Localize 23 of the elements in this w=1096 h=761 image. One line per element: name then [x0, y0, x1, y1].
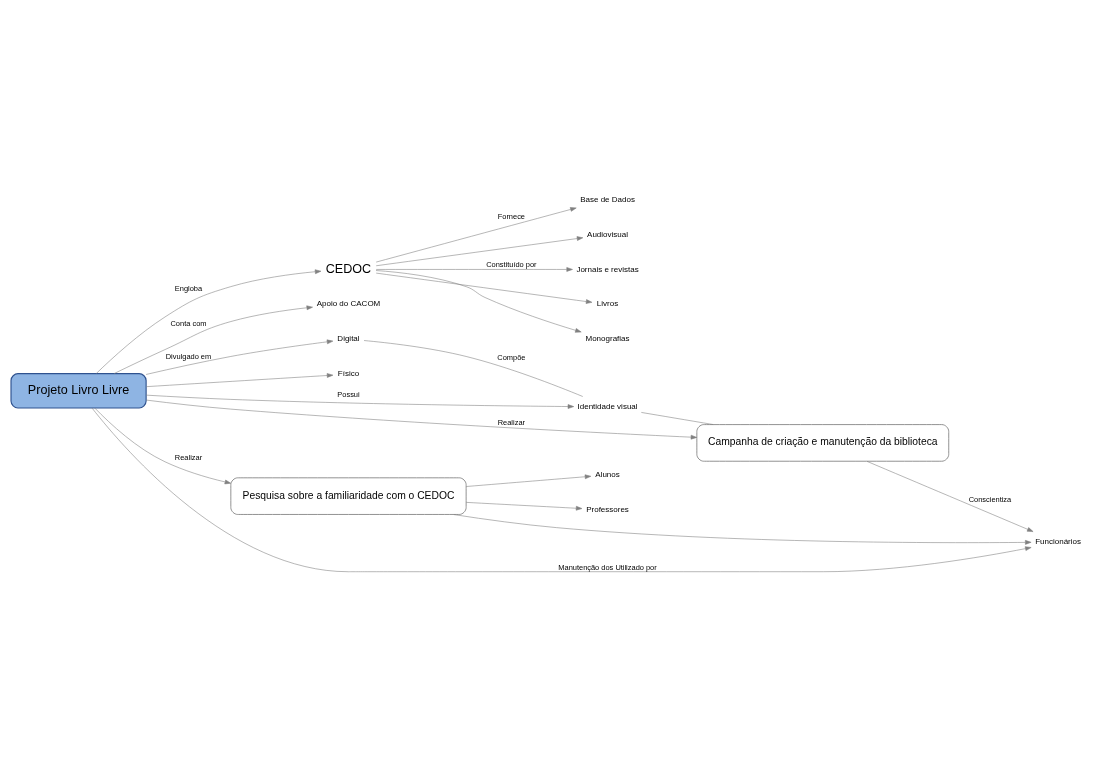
arrow: [375, 207, 577, 263]
arrow: [94, 407, 232, 485]
connector: [363, 340, 584, 397]
arrow: [375, 270, 582, 333]
arrow: [375, 236, 584, 267]
arrow: [466, 474, 592, 487]
arrow: [113, 305, 313, 374]
node-box: Campanha de criação e manutenção da biblioteca: [696, 424, 950, 462]
node-box: Projeto Livro Livre: [10, 373, 147, 409]
node-text: CEDOC: [325, 261, 372, 276]
arrow: [453, 514, 1032, 545]
connector: [641, 412, 714, 425]
arrow: [145, 394, 575, 409]
arrow: [375, 267, 573, 272]
arrow: [375, 272, 593, 304]
arrow: [145, 399, 698, 440]
arrow: [95, 269, 322, 374]
arrow: [91, 407, 1032, 572]
node-box: Pesquisa sobre a familiaridade com o CEDOC: [230, 477, 467, 515]
arrow: [866, 461, 1034, 532]
arrow: [145, 373, 334, 387]
arrow: [145, 339, 334, 375]
arrow: [466, 502, 583, 511]
